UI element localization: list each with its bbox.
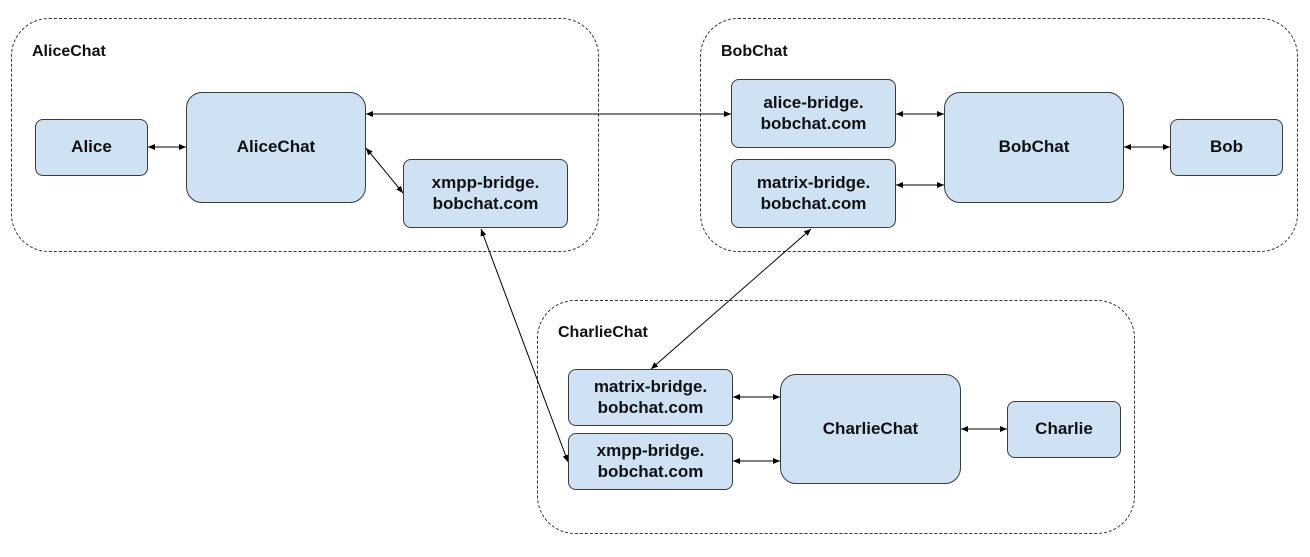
node-charlie-xmpp-bridge[interactable]: xmpp-bridge. bobchat.com: [568, 433, 733, 490]
node-bob-alice-bridge[interactable]: alice-bridge. bobchat.com: [731, 79, 896, 148]
group-bobchat-label: BobChat: [721, 43, 788, 60]
node-bob-matrix-bridge[interactable]: matrix-bridge. bobchat.com: [731, 159, 896, 228]
group-alicechat: [11, 18, 599, 252]
node-bobchat-server[interactable]: BobChat: [944, 92, 1124, 203]
node-charliechat-server[interactable]: CharlieChat: [780, 374, 961, 484]
group-bobchat: [700, 18, 1298, 252]
node-charlie[interactable]: Charlie: [1007, 401, 1121, 458]
node-bob[interactable]: Bob: [1170, 119, 1283, 176]
node-alice[interactable]: Alice: [35, 119, 148, 176]
node-alice-xmpp-bridge[interactable]: xmpp-bridge. bobchat.com: [403, 159, 568, 228]
group-alicechat-label: AliceChat: [32, 43, 106, 60]
node-alicechat-server[interactable]: AliceChat: [186, 92, 366, 203]
node-charlie-matrix-bridge[interactable]: matrix-bridge. bobchat.com: [568, 369, 733, 426]
group-charliechat-label: CharlieChat: [558, 324, 648, 341]
